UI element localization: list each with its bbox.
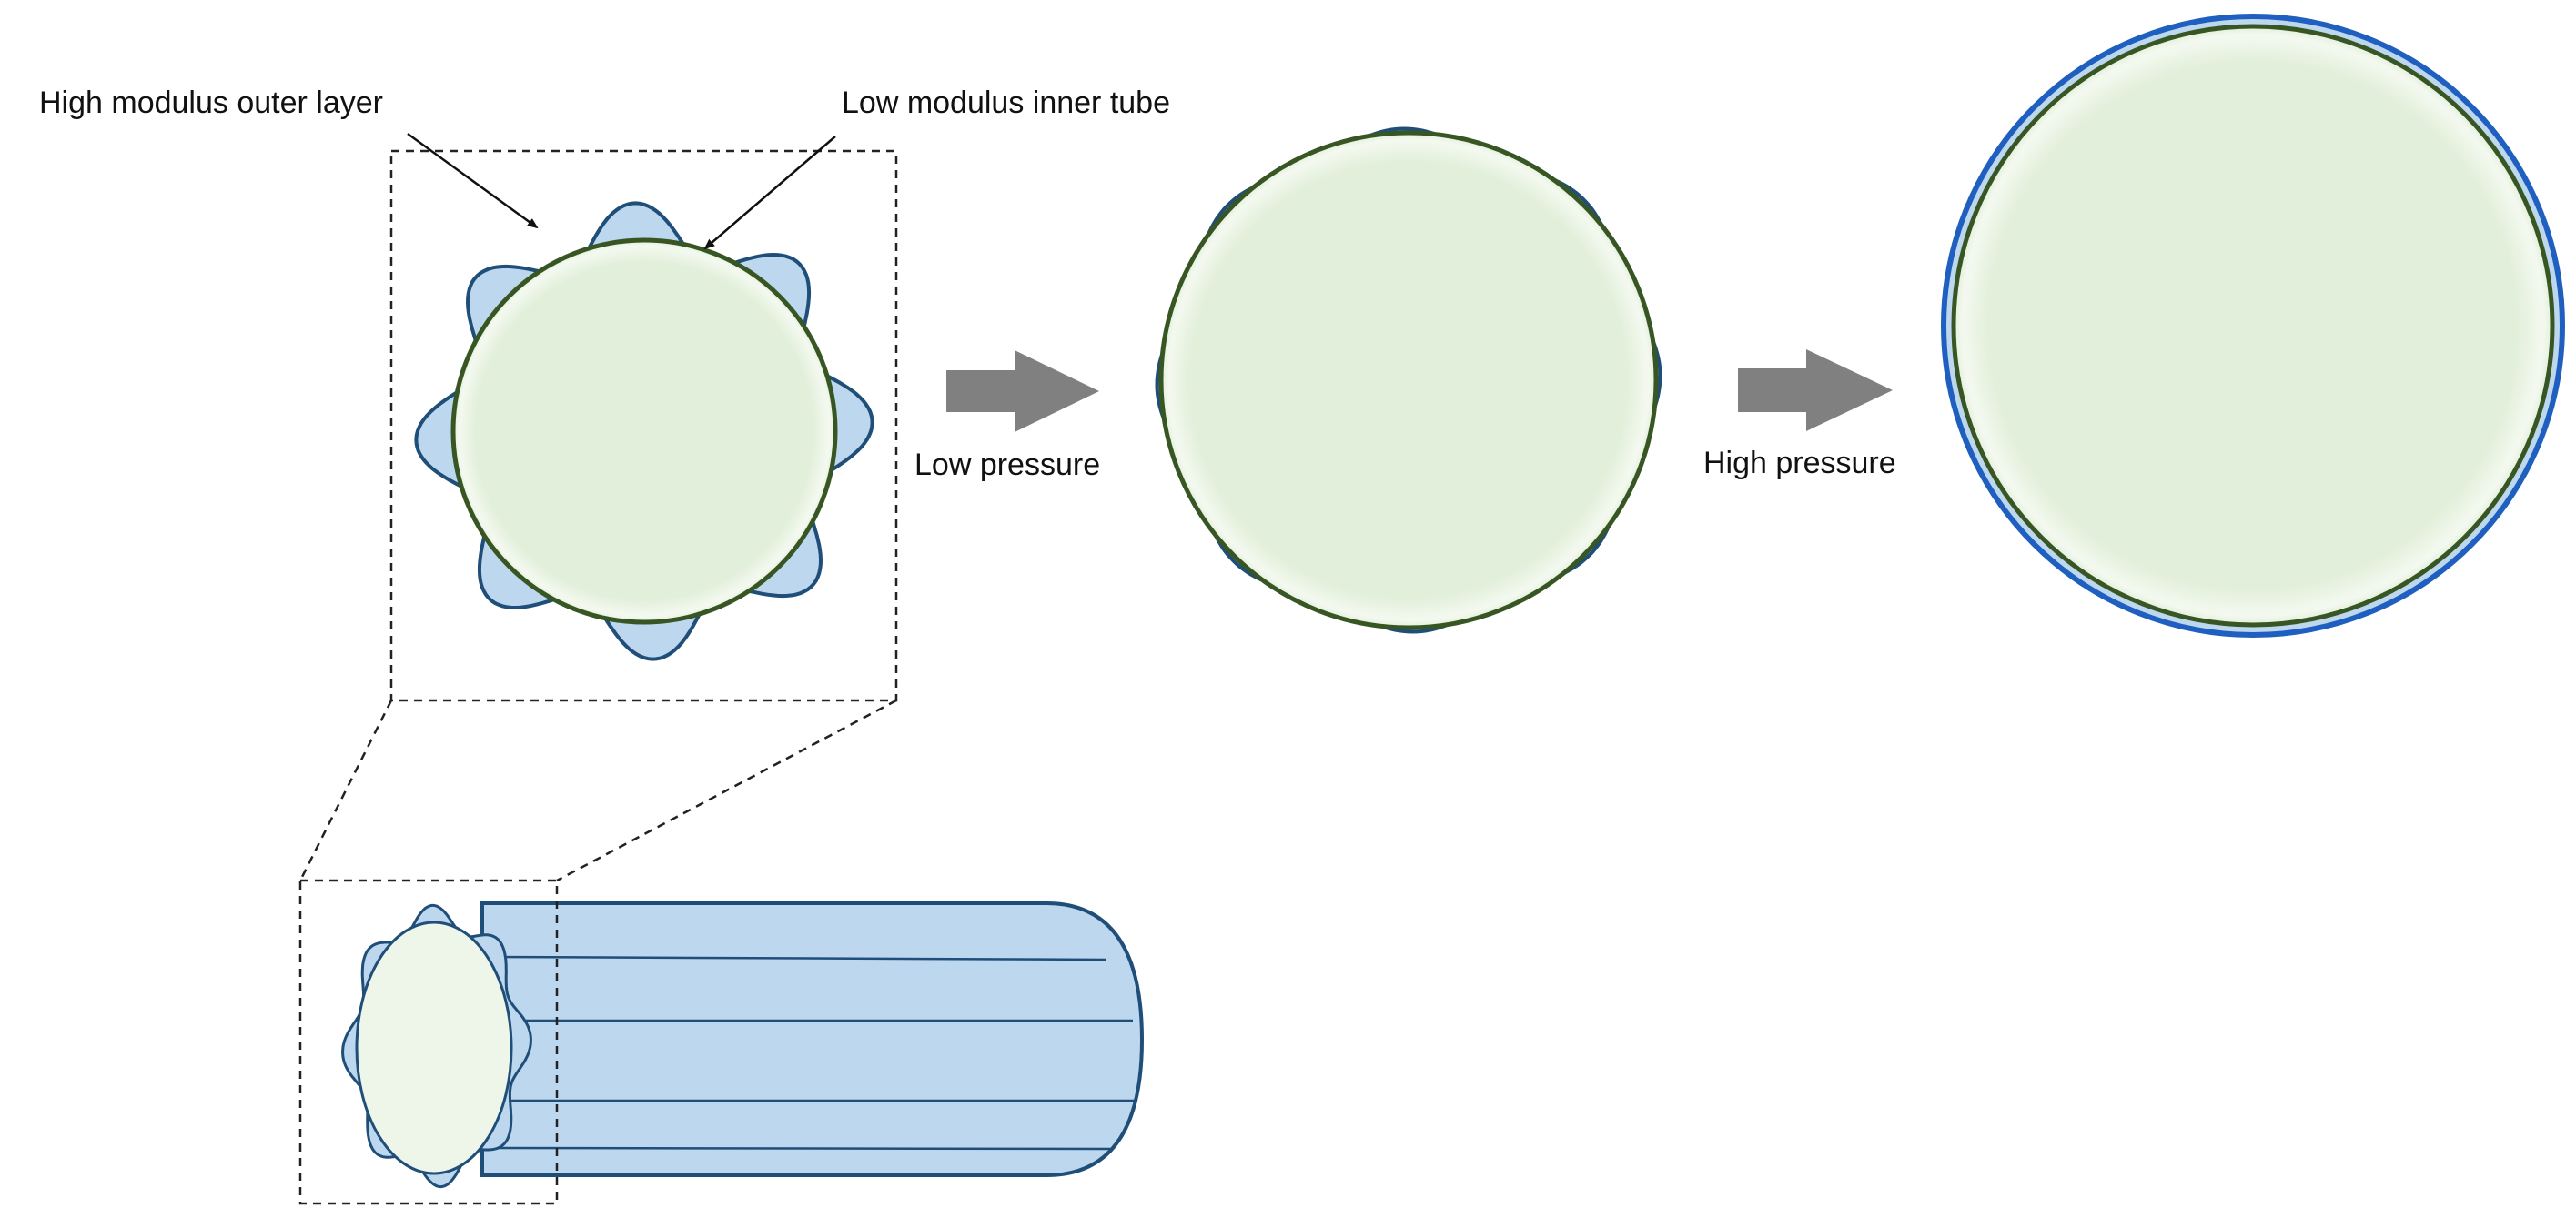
stage-folded — [414, 201, 874, 661]
inner-tube-pointer — [703, 136, 836, 250]
outer-layer-pointer — [407, 132, 539, 229]
low-pressure-arrow — [946, 350, 1099, 432]
tube-end-inner — [355, 921, 513, 1175]
high-pressure-label: High pressure — [1703, 446, 1896, 480]
tube-fold-line-1 — [490, 955, 1106, 961]
tube-3d-view — [341, 901, 1145, 1189]
zoom-line-left — [298, 700, 393, 881]
inner-tube-folded — [450, 237, 838, 625]
zoom-box-top — [389, 149, 898, 702]
low-pressure-label: Low pressure — [914, 448, 1100, 482]
outer-layer-label: High modulus outer layer — [39, 86, 383, 120]
zoom-line-right — [556, 699, 897, 882]
inner-tube-label: Low modulus inner tube — [842, 86, 1170, 120]
stage-high-pressure — [1941, 14, 2565, 638]
high-pressure-arrow — [1738, 349, 1893, 431]
stage-low-pressure — [1155, 126, 1662, 634]
inner-tube-partial — [1158, 130, 1659, 630]
tube-body — [480, 901, 1145, 1177]
zoom-box-bottom — [298, 879, 559, 1205]
inner-tube-inflated — [1951, 24, 2555, 628]
tube-fold-line-4 — [490, 1146, 1113, 1151]
